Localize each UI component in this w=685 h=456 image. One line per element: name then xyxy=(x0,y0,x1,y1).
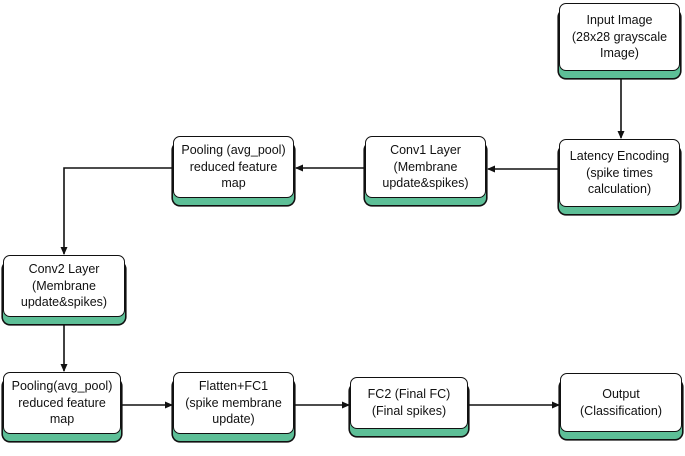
edge-pool1-to-conv2 xyxy=(60,167,173,255)
node-latency-encoding-line-3: calculation) xyxy=(587,182,652,197)
node-pooling-2-line-3: map xyxy=(49,412,75,427)
node-pooling-1-line-1: Pooling (avg_pool) xyxy=(181,142,286,157)
node-latency-encoding: Latency Encoding (spike times calculatio… xyxy=(559,139,680,207)
node-flatten-fc1-line-2: (spike membrane xyxy=(185,395,282,410)
node-latency-encoding-line-2: (spike times xyxy=(586,165,653,180)
node-conv1-layer-line-2: (Membrane xyxy=(393,159,458,174)
node-flatten-fc1-line-1: Flatten+FC1 xyxy=(198,378,269,393)
node-conv2-layer: Conv2 Layer (Membrane update&spikes) xyxy=(3,255,125,317)
node-input-image-line-2: (28x28 grayscale xyxy=(571,29,668,44)
node-input-image-line-1: Input Image xyxy=(586,12,653,27)
node-output: Output (Classification) xyxy=(560,373,682,432)
node-conv1-layer-line-3: update&spikes) xyxy=(382,176,469,191)
node-flatten-fc1: Flatten+FC1 (spike membrane update) xyxy=(173,372,294,434)
node-fc2-line-1: FC2 (Final FC) xyxy=(367,387,451,402)
node-conv1-layer-line-1: Conv1 Layer xyxy=(390,142,461,157)
node-output-line-1: Output xyxy=(602,386,640,401)
node-conv1-layer: Conv1 Layer (Membrane update&spikes) xyxy=(365,136,486,198)
node-pooling-2-line-2: reduced feature xyxy=(18,395,106,410)
node-pooling-1: Pooling (avg_pool) reduced feature map xyxy=(173,136,294,198)
node-conv2-layer-line-1: Conv2 Layer xyxy=(28,261,100,276)
node-conv2-layer-line-2: (Membrane xyxy=(32,278,96,293)
node-pooling-2: Pooling(avg_pool) reduced feature map xyxy=(3,372,121,434)
node-input-image-line-3: Image) xyxy=(600,46,639,61)
node-pooling-1-line-2: reduced feature xyxy=(189,159,278,174)
node-conv2-layer-line-3: update&spikes) xyxy=(20,295,108,310)
node-flatten-fc1-line-3: update) xyxy=(212,412,255,427)
node-fc2-line-2: (Final spikes) xyxy=(371,404,447,418)
node-latency-encoding-line-1: Latency Encoding xyxy=(569,148,670,163)
node-pooling-1-line-3: map xyxy=(221,176,246,191)
node-input-image: Input Image (28x28 grayscale Image) xyxy=(559,3,680,71)
node-output-line-2: (Classification) xyxy=(580,403,662,418)
node-fc2: FC2 (Final FC) (Final spikes) xyxy=(350,377,468,429)
node-pooling-2-line-1: Pooling(avg_pool) xyxy=(11,378,113,393)
